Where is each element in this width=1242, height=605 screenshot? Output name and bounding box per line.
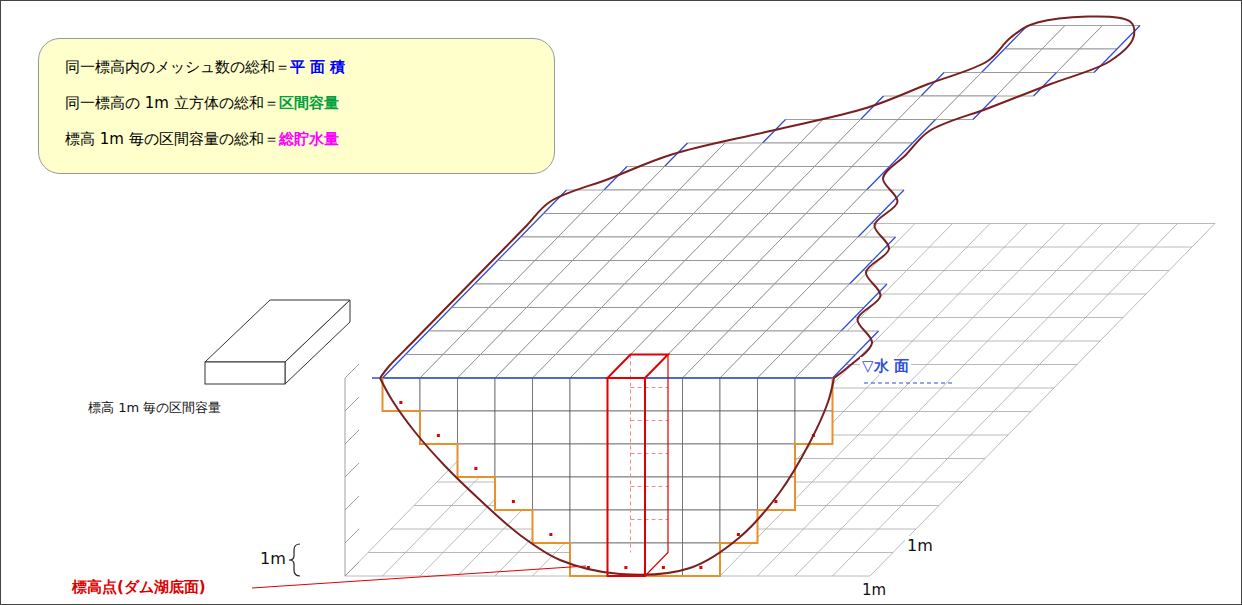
floor-grid bbox=[345, 224, 1215, 577]
mesh-cell bbox=[1080, 26, 1141, 50]
slab-icon bbox=[205, 300, 350, 384]
mesh-cell bbox=[821, 214, 882, 238]
formula-lines: 同一標高内のメッシュ数の総和＝平 面 積同一標高の 1m 立方体の総和＝区間容量… bbox=[65, 57, 345, 165]
water-surface-label: ▽水 面 bbox=[860, 357, 911, 375]
mesh-cell bbox=[827, 284, 888, 308]
dimension-label: 1m bbox=[905, 536, 935, 555]
cross-section bbox=[383, 378, 833, 576]
mesh-cell bbox=[795, 355, 856, 379]
step-outline bbox=[383, 378, 833, 576]
caption-label: 標高 1m 毎の区間容量 bbox=[86, 400, 223, 416]
depth-scale bbox=[345, 364, 359, 576]
mesh-cell bbox=[812, 261, 873, 285]
mesh-cell bbox=[804, 308, 865, 332]
water-level-mark bbox=[864, 382, 955, 383]
formula-line: 同一標高の 1m 立方体の総和＝区間容量 bbox=[65, 93, 345, 129]
formula-line: 同一標高内のメッシュ数の総和＝平 面 積 bbox=[65, 57, 345, 93]
formula-text: 同一標高内のメッシュ数の総和＝ bbox=[65, 58, 290, 76]
formula-term: 総貯水量 bbox=[279, 130, 339, 148]
formula-line: 標高 1m 毎の区間容量の総和＝総貯水量 bbox=[65, 129, 345, 165]
formula-text: 同一標高の 1m 立方体の総和＝ bbox=[65, 94, 279, 112]
mesh-cell bbox=[875, 120, 936, 144]
dimension-label: 1m bbox=[860, 581, 888, 599]
formula-box: 同一標高内のメッシュ数の総和＝平 面 積同一標高の 1m 立方体の総和＝区間容量… bbox=[38, 38, 555, 174]
formula-term: 区間容量 bbox=[279, 94, 339, 112]
elevation-column bbox=[608, 355, 669, 577]
dimension-brace bbox=[289, 544, 300, 576]
formula-term: 平 面 積 bbox=[290, 58, 345, 76]
water-surface-line bbox=[372, 377, 833, 379]
mesh-cell bbox=[829, 167, 890, 191]
mesh-cell bbox=[1057, 49, 1118, 73]
mesh-cell bbox=[818, 331, 879, 355]
callout-label: 標高点(ダム湖底面) bbox=[70, 578, 208, 596]
leader-line bbox=[252, 566, 586, 588]
mesh-cell bbox=[844, 190, 905, 214]
dimension-label: 1m bbox=[258, 549, 288, 568]
formula-text: 標高 1m 毎の区間容量の総和＝ bbox=[65, 130, 279, 148]
mesh-cell bbox=[835, 237, 896, 261]
mesh-cell bbox=[852, 143, 913, 167]
